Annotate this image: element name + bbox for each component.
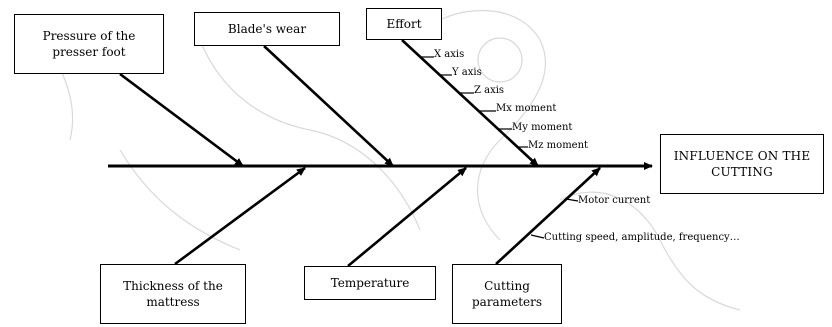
cause-label-temperature: Temperature xyxy=(330,275,410,290)
cause-box-temperature: Temperature xyxy=(304,266,436,300)
cause-label-presser-foot: Pressure of the presser foot xyxy=(42,28,136,59)
bone-cutting xyxy=(495,167,601,265)
cause-label-effort: Effort xyxy=(386,16,422,31)
sub-cause-ticks xyxy=(420,56,579,239)
cause-bones xyxy=(119,39,601,268)
sub-cause-cutting-speed: Cutting speed, amplitude, frequency… xyxy=(544,232,740,243)
sub-cause-my-moment: My moment xyxy=(512,122,573,133)
sub-cause-mz-moment: Mz moment xyxy=(528,140,589,151)
bone-presser-foot xyxy=(119,72,244,168)
cause-box-mattress: Thickness of the mattress xyxy=(100,264,246,324)
cause-box-presser-foot: Pressure of the presser foot xyxy=(14,14,164,74)
effect-box: INFLUENCE ON THE CUTTING xyxy=(660,134,824,194)
cause-box-cutting-parameters: Cutting parameters xyxy=(452,264,562,324)
sub-cause-z-axis: Z axis xyxy=(474,85,505,96)
bone-temperature xyxy=(347,166,467,268)
cause-label-mattress: Thickness of the mattress xyxy=(123,278,223,309)
effect-label: INFLUENCE ON THE CUTTING xyxy=(673,148,811,179)
bone-mattress xyxy=(174,166,306,266)
cause-box-effort: Effort xyxy=(366,8,442,40)
cause-label-cutting-parameters: Cutting parameters xyxy=(471,278,543,309)
sub-cause-motor-current: Motor current xyxy=(578,195,651,206)
sub-cause-x-axis: X axis xyxy=(434,49,465,60)
sub-cause-mx-moment: Mx moment xyxy=(496,103,557,114)
sub-cause-tick xyxy=(565,198,579,202)
cause-label-blade-wear: Blade's wear xyxy=(227,21,307,36)
cause-box-blade-wear: Blade's wear xyxy=(194,12,340,46)
bone-blade-wear xyxy=(263,45,394,167)
bone-effort xyxy=(401,39,539,167)
sub-cause-tick xyxy=(530,234,545,239)
sub-cause-y-axis: Y axis xyxy=(452,67,482,78)
